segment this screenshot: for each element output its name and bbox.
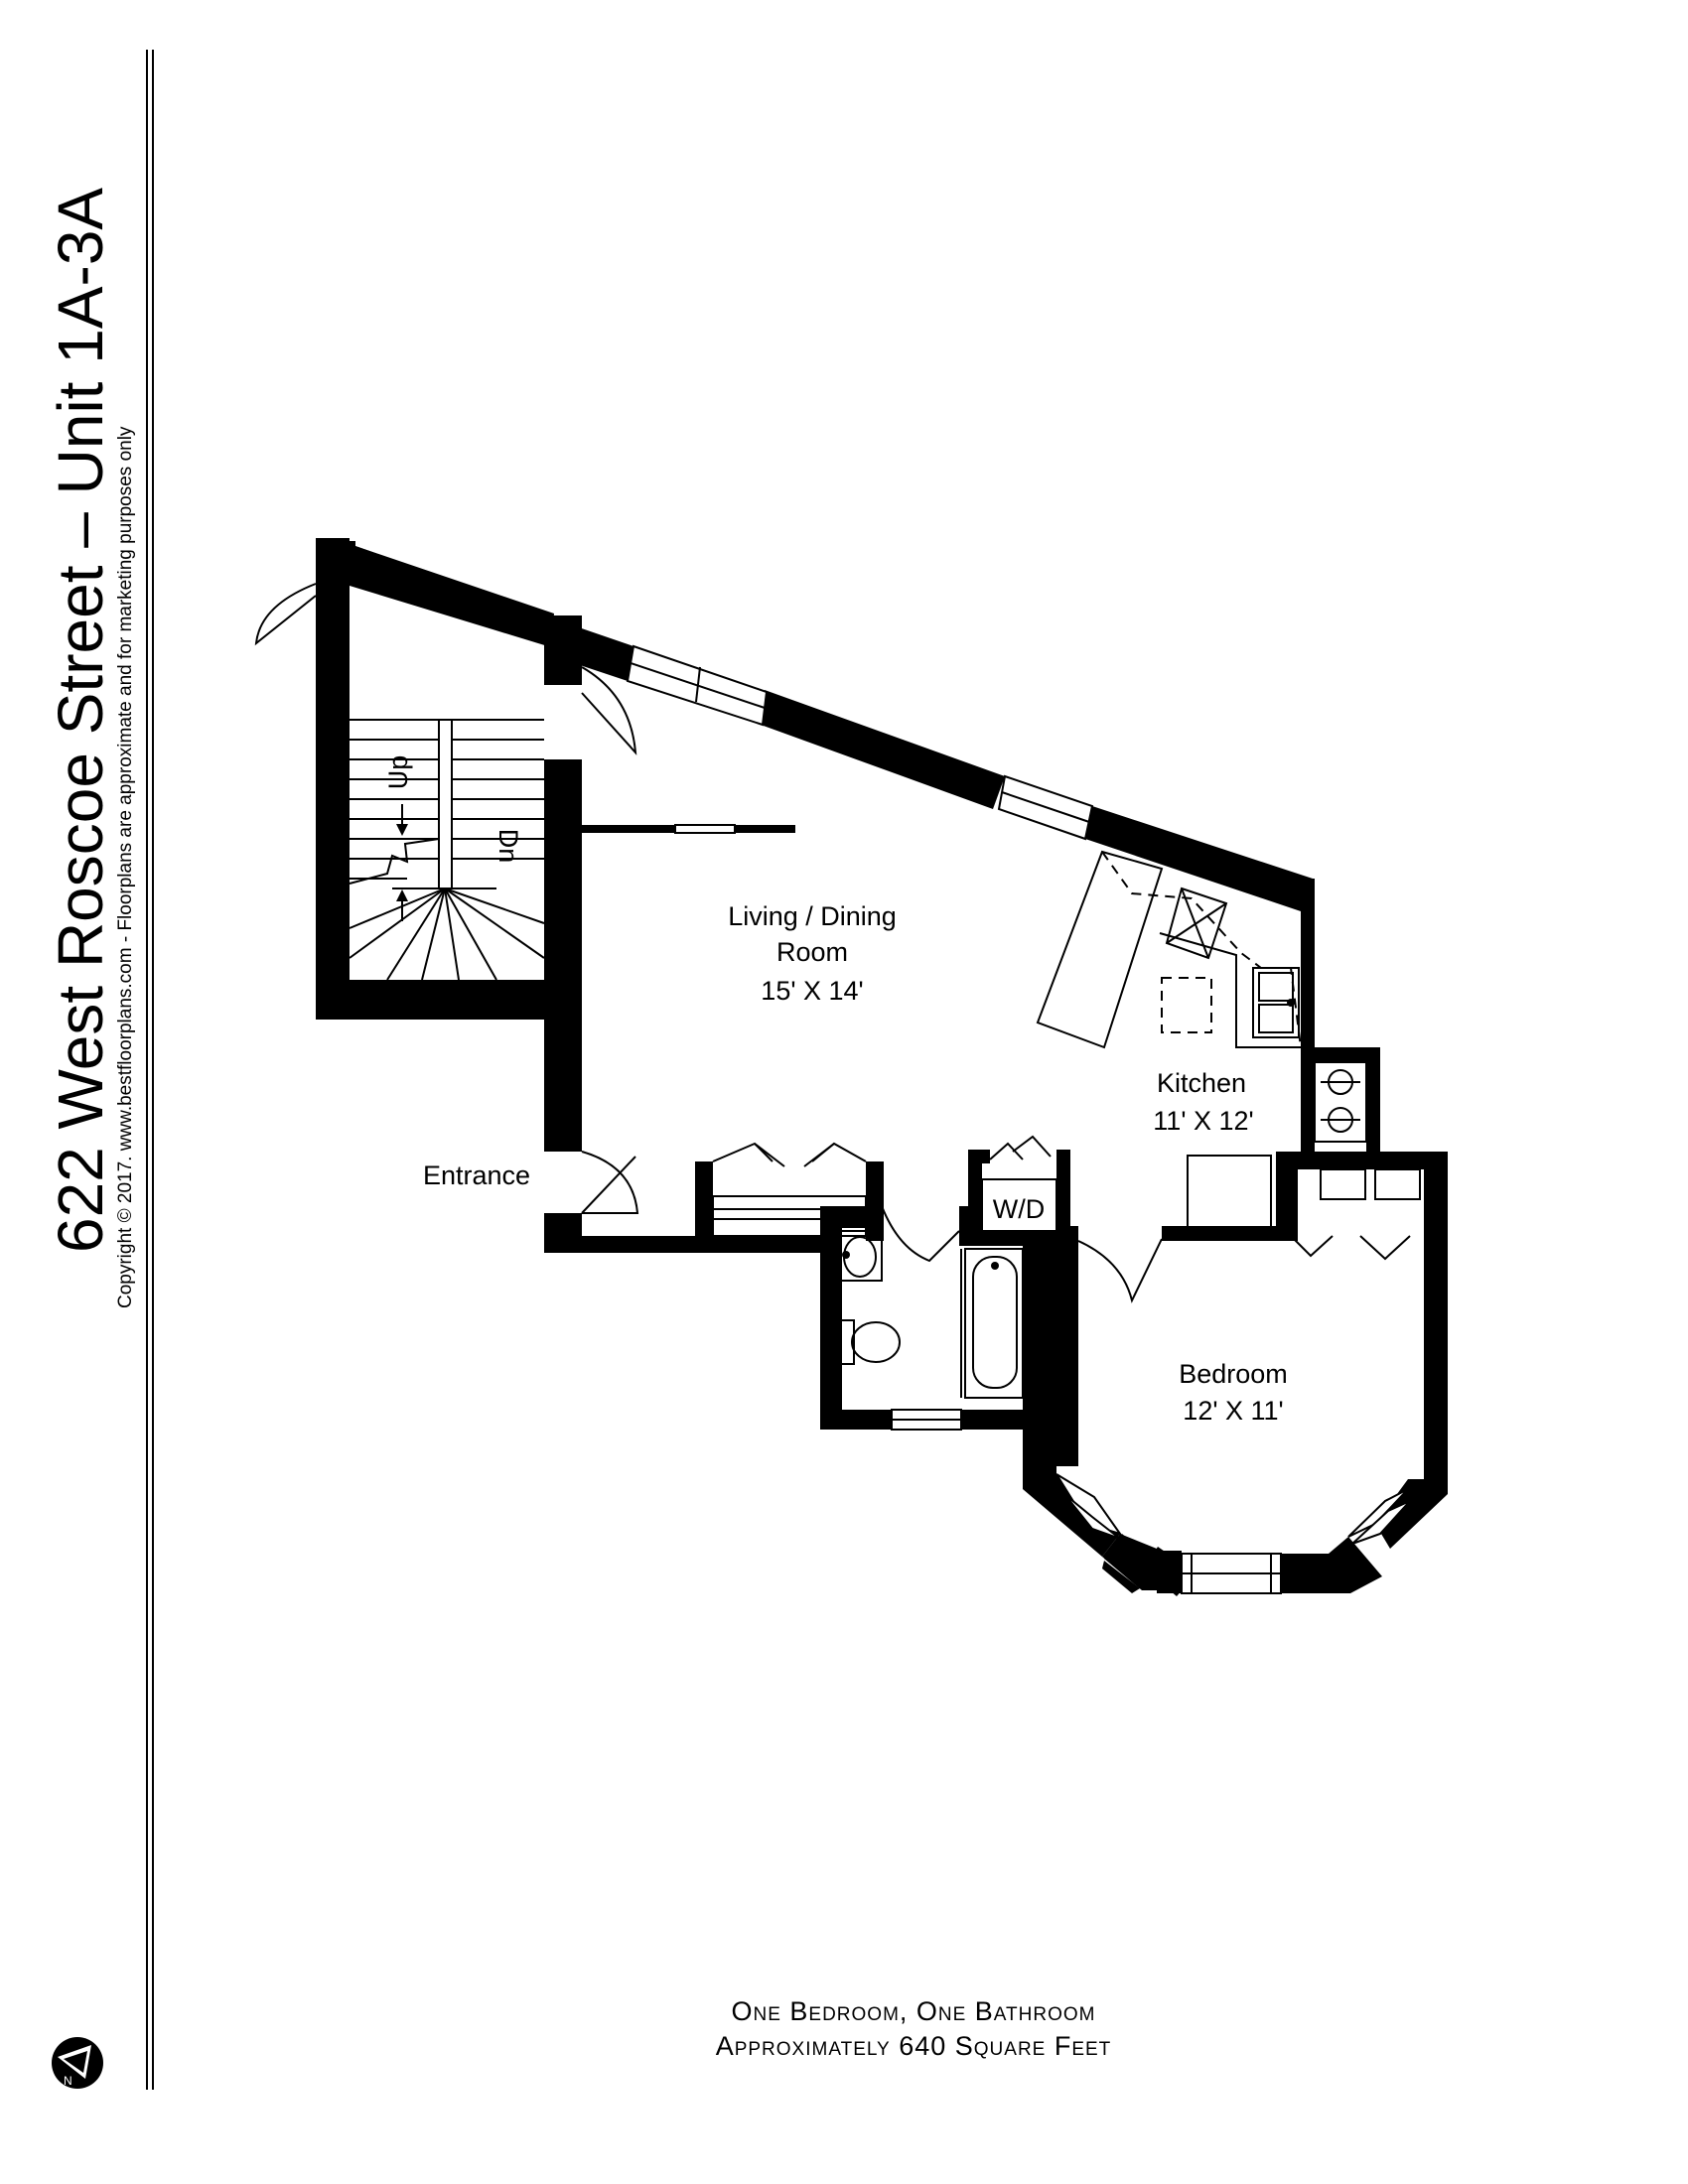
exterior-walls — [316, 538, 1380, 1253]
footer-line2: Approximately 640 Square Feet — [716, 2031, 1112, 2061]
living-room-name-line1: Living / Dining — [728, 901, 897, 931]
stair-up-label: Up — [383, 755, 413, 790]
entrance-label: Entrance — [423, 1160, 530, 1190]
kitchen-size: 11' X 12' — [1153, 1106, 1253, 1136]
copyright-notice: Copyright © 2017. www.bestfloorplans.com… — [115, 426, 136, 1308]
north-label: N — [64, 2074, 72, 2088]
title-block: 622 West Roscoe Street – Unit 1A-3A Copy… — [45, 50, 154, 2090]
north-arrow-icon: N — [52, 2037, 103, 2089]
kitchen — [1036, 850, 1440, 1241]
footer: One Bedroom, One Bathroom Approximately … — [716, 1996, 1112, 2061]
washer-dryer-label: W/D — [993, 1194, 1045, 1224]
bedroom-name: Bedroom — [1179, 1359, 1288, 1389]
stair-down-label: Dn — [493, 829, 523, 864]
windows-top — [626, 644, 1094, 841]
washer-dryer-closet: W/D — [968, 1135, 1070, 1246]
stair-treads — [349, 719, 545, 981]
bedroom — [1023, 1152, 1448, 1596]
living-closet — [695, 1142, 884, 1253]
room-labels: Living / Dining Room 15' X 14' Kitchen 1… — [728, 901, 1288, 1426]
kitchen-name: Kitchen — [1157, 1068, 1246, 1098]
plan-title: 622 West Roscoe Street – Unit 1A-3A — [45, 188, 116, 1253]
bedroom-size: 12' X 11' — [1183, 1396, 1283, 1426]
footer-line1: One Bedroom, One Bathroom — [731, 1996, 1095, 2026]
bathroom — [820, 1205, 1056, 1431]
living-room-name-line2: Room — [776, 937, 848, 967]
living-room-size: 15' X 14' — [761, 976, 863, 1006]
interior-partition — [582, 824, 795, 834]
stair-entry-door[interactable] — [350, 544, 637, 755]
entrance-door[interactable] — [581, 1151, 639, 1214]
